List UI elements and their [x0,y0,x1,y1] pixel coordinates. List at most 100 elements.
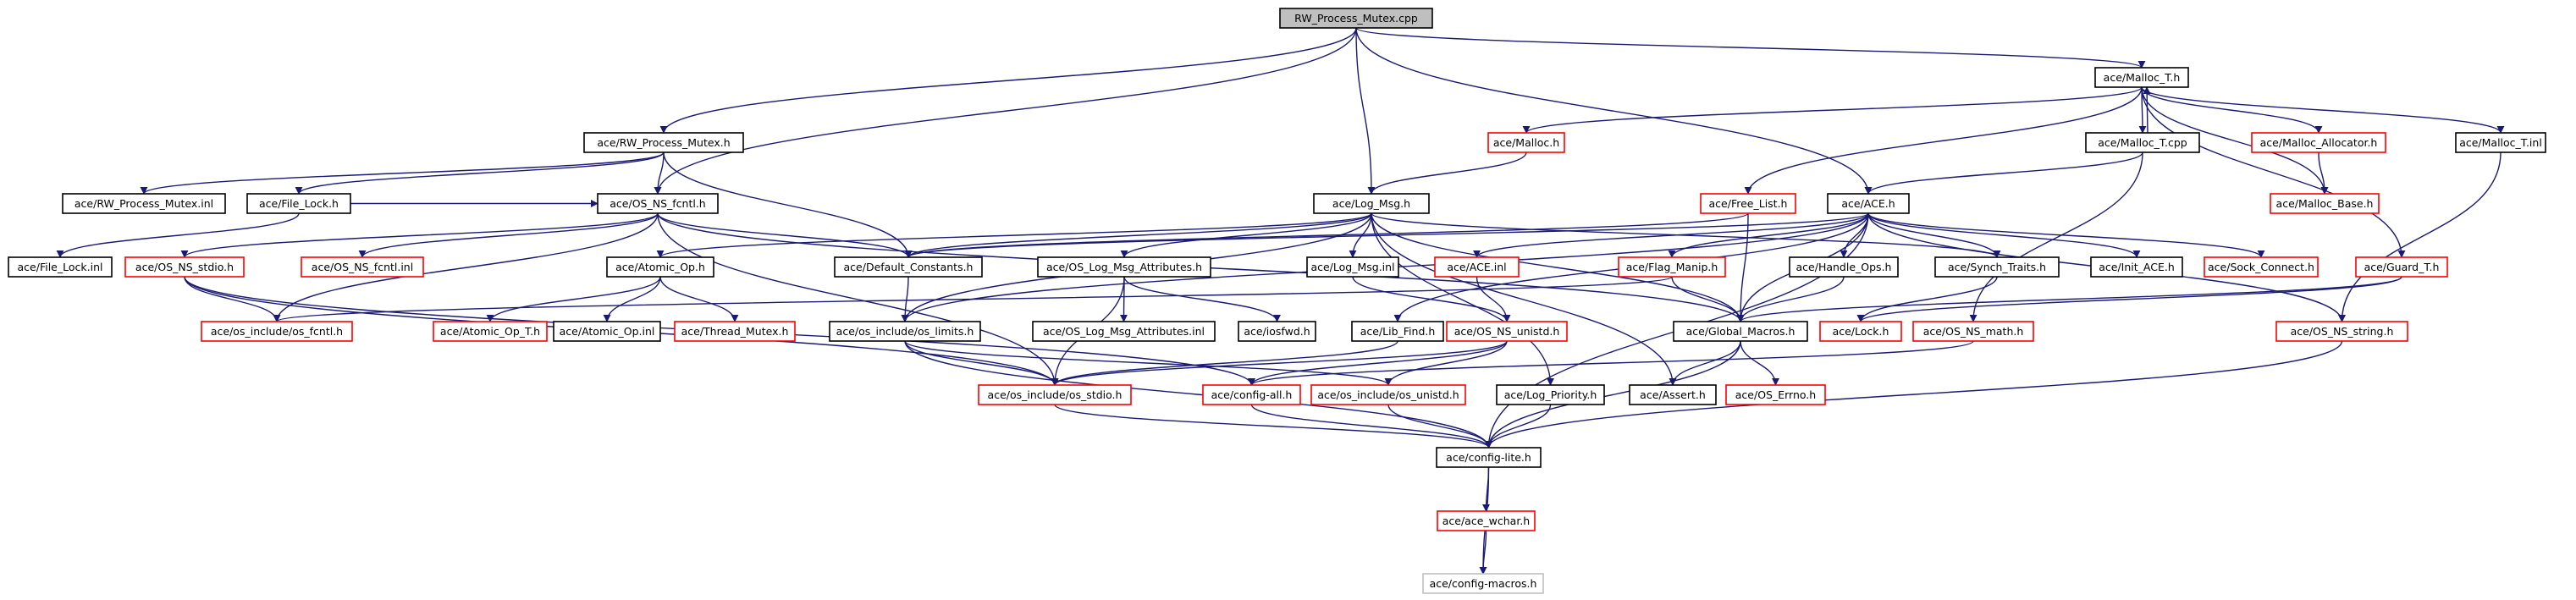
node-ace-ace-wchar-h[interactable]: ace/ace_wchar.h [1437,510,1536,531]
node-ace-malloc-t-inl[interactable]: ace/Malloc_T.inl [2455,132,2546,153]
node-ace-lock-h[interactable]: ace/Lock.h [1819,321,1902,342]
edge-n13-n20 [1473,212,1869,258]
node-ace-config-lite-h[interactable]: ace/config-lite.h [1436,447,1542,468]
node-box [2090,256,2183,278]
edge-n9-n14 [56,212,300,258]
node-ace-os-log-msg-attributes-h[interactable]: ace/OS_Log_Msg_Attributes.h [1037,256,1211,278]
edge-n5-n7 [2318,151,2329,195]
edge-n36-n42 [1248,340,1508,386]
node-ace-config-macros-h[interactable]: ace/config-macros.h [1422,573,1544,594]
node-ace-free-list-h[interactable]: ace/Free_List.h [1700,193,1796,214]
node-label: ace/OS_Log_Msg_Attributes.inl [1043,325,1205,338]
node-label: ace/Log_Msg.h [1332,197,1410,210]
node-ace-malloc-t-cpp[interactable]: ace/Malloc_T.cpp [2085,132,2200,153]
node-ace-os-ns-string-h[interactable]: ace/OS_NS_string.h [2275,321,2408,342]
node-ace-synch-traits-h[interactable]: ace/Synch_Traits.h [1934,256,2060,278]
node-ace-os-include-os-stdio-h[interactable]: ace/os_include/os_stdio.h [978,384,1132,405]
node-ace-log-msg-inl[interactable]: ace/Log_Msg.inl [1306,256,1399,278]
node-label: ace/Malloc.h [1493,136,1559,149]
node-ace-os-ns-unistd-h[interactable]: ace/OS_NS_unistd.h [1446,321,1568,342]
node-ace-ace-h[interactable]: ace/ACE.h [1827,193,1910,214]
node-label: ace/Sock_Connect.h [2208,261,2314,273]
edge-n1-n6 [2141,86,2505,134]
node-ace-malloc-base-h[interactable]: ace/Malloc_Base.h [2270,193,2380,214]
edge-n23-n38 [1856,276,1998,322]
edge-n11-n27 [656,212,1372,258]
node-ace-config-all-h[interactable]: ace/config-all.h [1202,384,1301,405]
node-label: ace/OS_NS_stdio.h [135,261,234,273]
node-ace-ace-inl[interactable]: ace/ACE.inl [1434,256,1520,278]
node-ace-os-include-os-unistd-h[interactable]: ace/os_include/os_unistd.h [1310,384,1466,405]
edge-n1-n26 [2141,86,2406,258]
node-ace-os-ns-fcntl-inl[interactable]: ace/OS_NS_fcntl.inl [301,256,424,278]
node-ace-file-lock-h[interactable]: ace/File_Lock.h [246,193,351,214]
node-ace-os-ns-fcntl-h[interactable]: ace/OS_NS_fcntl.h [597,193,719,214]
edge-n6-n40 [2338,151,2502,322]
node-box [2455,132,2546,153]
edge-n1-n3 [1522,86,2143,134]
edge-n36-n41 [1051,340,1508,386]
edge-n10-n17 [657,212,913,258]
node-ace-os-include-os-limits-h[interactable]: ace/os_include/os_limits.h [829,321,981,342]
node-ace-os-errno-h[interactable]: ace/OS_Errno.h [1725,384,1826,405]
edge-n40-n47 [1485,340,2343,449]
node-label: ace/iosfwd.h [1244,325,1310,338]
node-box [1912,321,2034,342]
node-ace-log-priority-h[interactable]: ace/Log_Priority.h [1496,384,1605,405]
edge-n26-n38 [1856,276,2402,322]
node-ace-atomic-op-t-h[interactable]: ace/Atomic_Op_T.h [433,321,548,342]
edge-n0-n10 [654,27,1357,195]
node-box [674,321,796,342]
edge-n48-n49 [1479,530,1487,575]
node-ace-os-log-msg-attributes-inl[interactable]: ace/OS_Log_Msg_Attributes.inl [1032,321,1216,342]
node-ace-lib-find-h[interactable]: ace/Lib_Find.h [1351,321,1444,342]
edge-n21-n28 [273,276,1673,322]
node-ace-log-msg-h[interactable]: ace/Log_Msg.h [1313,193,1430,214]
node-ace-os-ns-stdio-h[interactable]: ace/OS_NS_stdio.h [124,256,245,278]
node-label: ace/Default_Constants.h [844,261,974,273]
edge-n11-n45 [1371,212,1677,386]
node-ace-file-lock-inl[interactable]: ace/File_Lock.inl [8,256,113,278]
node-box [1310,384,1466,405]
node-label: ace/Atomic_Op.inl [560,325,655,338]
node-label: ace/Lib_Find.h [1360,325,1436,338]
node-label: ace/Lock.h [1833,325,1889,338]
node-ace-assert-h[interactable]: ace/Assert.h [1629,384,1717,405]
node-ace-global-macros-h[interactable]: ace/Global_Macros.h [1673,321,1808,342]
node-box [1827,193,1910,214]
node-ace-iosfwd-h[interactable]: ace/iosfwd.h [1238,321,1316,342]
node-ace-rw-process-mutex-h[interactable]: ace/RW_Process_Mutex.h [583,132,744,153]
node-ace-atomic-op-inl[interactable]: ace/Atomic_Op.inl [553,321,661,342]
node-ace-init-ace-h[interactable]: ace/Init_ACE.h [2090,256,2183,278]
edge-n11-n18 [1120,212,1372,258]
edge-n2-n8 [140,151,665,195]
node-ace-malloc-t-h[interactable]: ace/Malloc_T.h [2094,67,2189,88]
node-ace-thread-mutex-h[interactable]: ace/Thread_Mutex.h [674,321,796,342]
node-ace-atomic-op-h[interactable]: ace/Atomic_Op.h [606,256,714,278]
node-box [2085,132,2200,153]
edge-n11-n17 [904,212,1372,258]
node-ace-malloc-h[interactable]: ace/Malloc.h [1487,132,1565,153]
node-ace-sock-connect-h[interactable]: ace/Sock_Connect.h [2204,256,2319,278]
node-ace-os-ns-math-h[interactable]: ace/OS_NS_math.h [1912,321,2034,342]
edge-n4-n39 [1969,151,2143,322]
node-label: ace/OS_NS_unistd.h [1454,325,1560,338]
node-label: ace/os_include/os_stdio.h [988,388,1123,401]
node-ace-malloc-allocator-h[interactable]: ace/Malloc_Allocator.h [2251,132,2386,153]
node-box [8,256,113,278]
edge-n32-n43 [904,340,1393,386]
node-ace-default-constants-h[interactable]: ace/Default_Constants.h [834,256,983,278]
node-ace-rw-process-mutex-inl[interactable]: ace/RW_Process_Mutex.inl [62,193,226,214]
node-ace-flag-manip-h[interactable]: ace/Flag_Manip.h [1618,256,1726,278]
node-rw-process-mutex-cpp[interactable]: RW_Process_Mutex.cpp [1279,8,1433,29]
node-label: ace/RW_Process_Mutex.inl [74,197,213,210]
node-label: ace/OS_Log_Msg_Attributes.h [1046,261,1202,273]
edge-n37-n45 [1669,340,1741,386]
edge-n43-n47 [1387,404,1492,449]
node-ace-guard-t-h[interactable]: ace/Guard_T.h [2355,256,2448,278]
node-label: ace/os_include/os_fcntl.h [211,325,343,338]
node-box [1819,321,1902,342]
node-label: ace/Thread_Mutex.h [681,325,789,338]
node-ace-os-include-os-fcntl-h[interactable]: ace/os_include/os_fcntl.h [201,321,353,342]
node-ace-handle-ops-h[interactable]: ace/Handle_Ops.h [1789,256,1899,278]
